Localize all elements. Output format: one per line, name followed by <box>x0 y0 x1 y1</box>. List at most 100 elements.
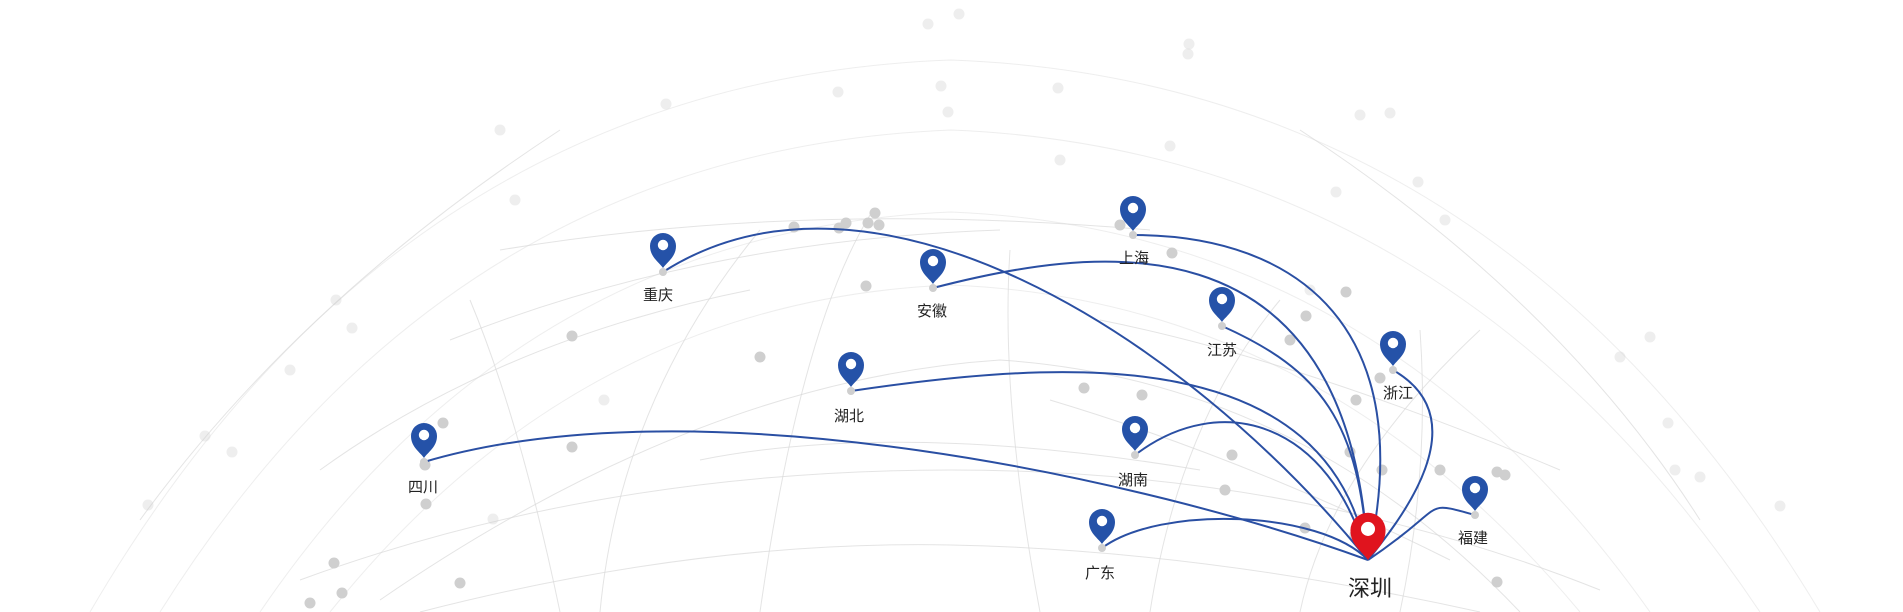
mesh-arc <box>1049 399 1451 561</box>
map-pin-icon[interactable] <box>920 249 946 284</box>
mesh-arc <box>499 218 1151 251</box>
network-node <box>1284 334 1296 346</box>
network-node <box>1374 372 1386 384</box>
hub-marker[interactable]: 深圳 <box>1348 512 1392 602</box>
network-node <box>1226 449 1238 461</box>
network-node <box>1669 464 1681 476</box>
city-label-shanghai: 上海 <box>1119 249 1149 267</box>
city-marker-chongqing[interactable]: 重庆 <box>643 233 676 304</box>
mesh-arc <box>1007 249 1041 612</box>
mesh-arc <box>1299 129 1701 521</box>
city-marker-fujian[interactable]: 福建 <box>1458 476 1488 547</box>
network-node <box>1384 107 1396 119</box>
network-node <box>935 80 947 92</box>
city-marker-hubei[interactable]: 湖北 <box>834 352 864 425</box>
mesh-arc <box>449 229 1001 341</box>
network-node <box>1644 331 1656 343</box>
network-node <box>754 351 766 363</box>
map-pin-icon[interactable] <box>1380 331 1406 366</box>
mesh-arc <box>1149 299 1281 612</box>
city-marker-guangdong[interactable]: 广东 <box>1085 509 1115 582</box>
map-pin-icon[interactable] <box>1122 416 1148 451</box>
network-node <box>942 106 954 118</box>
network-node <box>832 86 844 98</box>
network-node <box>1491 576 1503 588</box>
network-node <box>1694 471 1706 483</box>
network-node <box>566 330 578 342</box>
network-node <box>788 221 800 233</box>
network-node <box>1183 38 1195 50</box>
network-node <box>142 499 154 511</box>
city-label-jiangsu: 江苏 <box>1207 341 1237 359</box>
network-node <box>1499 469 1511 481</box>
city-point <box>659 268 667 276</box>
city-marker-zhejiang[interactable]: 浙江 <box>1380 331 1413 402</box>
route-shanghai <box>1132 234 1382 561</box>
network-node <box>509 194 521 206</box>
map-pin-icon[interactable] <box>1350 512 1386 560</box>
city-label-fujian: 福建 <box>1458 529 1488 547</box>
network-node <box>1439 214 1451 226</box>
city-label-anhui: 安徽 <box>917 302 947 320</box>
network-node <box>199 430 211 442</box>
city-label-chongqing: 重庆 <box>643 286 673 304</box>
network-node <box>346 322 358 334</box>
network-node <box>1412 176 1424 188</box>
city-point <box>1129 231 1137 239</box>
route-fujian <box>1367 506 1476 561</box>
network-node <box>1662 417 1674 429</box>
network-node <box>1300 310 1312 322</box>
network-node <box>862 217 874 229</box>
network-node <box>1136 389 1148 401</box>
network-node <box>1614 351 1626 363</box>
map-pin-icon[interactable] <box>650 233 676 268</box>
mesh-arc <box>599 229 761 612</box>
map-pin-icon[interactable] <box>838 352 864 387</box>
map-pin-icon[interactable] <box>1120 196 1146 231</box>
network-node <box>1376 464 1388 476</box>
city-marker-hunan[interactable]: 湖南 <box>1118 416 1148 489</box>
network-node <box>1350 394 1362 406</box>
mesh-arc <box>319 289 751 471</box>
network-node <box>494 124 506 136</box>
map-pin-icon[interactable] <box>1462 476 1488 511</box>
city-label-sichuan: 四川 <box>408 478 438 496</box>
network-node <box>660 98 672 110</box>
mesh-arc <box>1099 319 1561 471</box>
city-marker-sichuan[interactable]: 四川 <box>408 423 438 496</box>
mesh-arc <box>469 299 561 612</box>
network-node <box>328 557 340 569</box>
route-anhui <box>932 260 1369 561</box>
city-label-zhejiang: 浙江 <box>1383 384 1413 402</box>
route-hunan <box>1134 421 1369 561</box>
network-node <box>1166 247 1178 259</box>
route-guangdong <box>1101 517 1369 561</box>
city-label-hunan: 湖南 <box>1118 471 1148 489</box>
network-node <box>1219 484 1231 496</box>
network-node <box>1182 48 1194 60</box>
city-marker-shanghai[interactable]: 上海 <box>1119 196 1149 267</box>
network-node <box>840 217 852 229</box>
mesh-arc <box>419 544 1481 612</box>
network-node <box>420 498 432 510</box>
network-node <box>1340 286 1352 298</box>
network-node <box>566 441 578 453</box>
network-node <box>1052 82 1064 94</box>
network-node <box>1434 464 1446 476</box>
map-pin-icon[interactable] <box>1209 287 1235 322</box>
map-pin-icon[interactable] <box>1089 509 1115 544</box>
city-marker-anhui[interactable]: 安徽 <box>917 249 947 320</box>
network-node <box>1114 219 1126 231</box>
city-label-guangdong: 广东 <box>1085 564 1115 582</box>
map-pin-icon[interactable] <box>411 423 437 458</box>
city-marker-jiangsu[interactable]: 江苏 <box>1207 287 1237 359</box>
mesh-arc <box>159 129 1761 612</box>
route-hubei <box>850 371 1369 561</box>
network-node <box>1774 500 1786 512</box>
network-node <box>304 597 316 609</box>
network-node <box>336 587 348 599</box>
network-node <box>1330 186 1342 198</box>
